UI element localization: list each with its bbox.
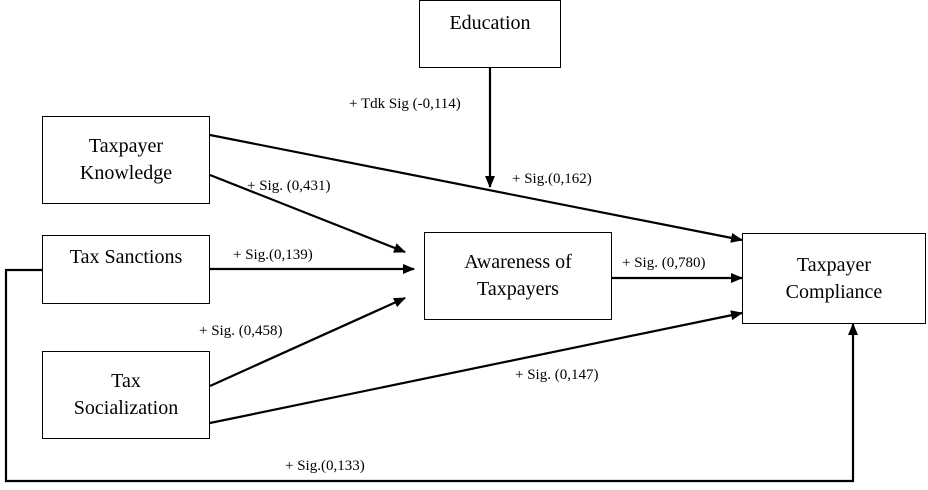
tax-sanctions-label: Tax Sanctions (69, 246, 183, 268)
tax-socialization-box: Tax Socialization (42, 351, 210, 439)
taxpayer-knowledge-label-1: Taxpayer (88, 135, 164, 157)
compliance-label-1: Taxpayer (796, 253, 872, 276)
arrow-knowledge-awareness (209, 173, 406, 254)
label-education-moderation: + Tdk Sig (-0,114) (349, 96, 461, 112)
label-knowledge-compliance: + Sig.(0,162) (512, 171, 592, 187)
compliance-label-2: Compliance (785, 280, 883, 303)
tax-socialization-label-1: Tax (111, 370, 141, 392)
label-sanctions-compliance: + Sig.(0,133) (285, 458, 365, 474)
awareness-box: Awareness of Taxpayers (424, 232, 612, 320)
education-label: Education (449, 12, 531, 34)
awareness-label-2: Taxpayers (477, 278, 559, 300)
taxpayer-knowledge-label-2: Knowledge (79, 162, 173, 184)
compliance-box: Taxpayer Compliance (742, 233, 926, 324)
tax-sanctions-box: Tax Sanctions (42, 235, 210, 304)
awareness-label-1: Awareness of (464, 251, 572, 273)
education-box: Education (419, 0, 561, 68)
arrow-socialization-awareness (209, 296, 406, 388)
label-knowledge-awareness: + Sig. (0,431) (247, 178, 331, 194)
arrow-knowledge-compliance (209, 133, 743, 243)
label-socialization-awareness: + Sig. (0,458) (199, 323, 283, 339)
arrow-sanctions-compliance (4, 268, 858, 483)
tax-socialization-label-2: Socialization (73, 397, 179, 419)
arrow-socialization-compliance (209, 310, 743, 425)
taxpayer-knowledge-box: Taxpayer Knowledge (42, 116, 210, 204)
label-awareness-compliance: + Sig. (0,780) (622, 255, 706, 271)
label-sanctions-awareness: + Sig.(0,139) (233, 247, 313, 263)
label-socialization-compliance: + Sig. (0,147) (515, 367, 599, 383)
